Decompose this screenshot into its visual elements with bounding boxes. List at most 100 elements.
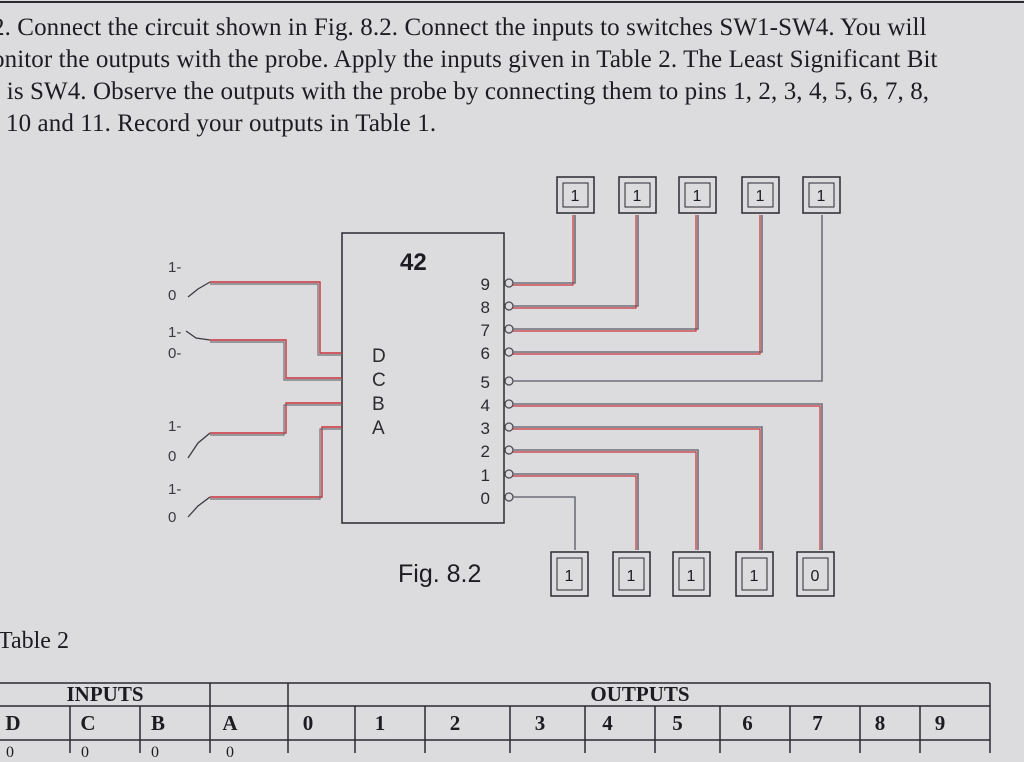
wire-red-6 <box>513 215 761 355</box>
wire-8 <box>513 215 639 307</box>
wire-red-8 <box>513 215 637 309</box>
input-pin-a: A <box>372 418 385 439</box>
switch-4-high: 1- <box>168 481 181 498</box>
output-pin-6: 6 <box>481 344 490 363</box>
output-bubble <box>504 445 514 455</box>
bottom-probe-value: 1 <box>565 568 574 585</box>
switch-3-high: 1- <box>168 418 181 435</box>
wire-red-4 <box>513 405 821 550</box>
probe-inner <box>618 557 645 591</box>
col-out-3: 3 <box>534 711 546 735</box>
bottom-probe-value: 1 <box>687 568 696 585</box>
output-pin-9: 9 <box>481 275 490 294</box>
probe-inner <box>802 557 829 591</box>
bottom-probe-value: 0 <box>811 568 820 585</box>
bottom-probe-value: 1 <box>750 568 759 585</box>
bottom-probes <box>550 551 835 597</box>
top-probe-value: 1 <box>817 188 826 205</box>
probe-inner <box>556 557 583 591</box>
output-bubble <box>504 347 514 357</box>
col-out-5: 5 <box>672 711 683 735</box>
probe-box <box>796 551 835 597</box>
wire-6 <box>513 215 763 353</box>
wire-5 <box>513 215 823 382</box>
switch-2-wire-gray <box>210 341 342 381</box>
table-2 <box>0 682 991 753</box>
switch-2-wire <box>210 339 342 379</box>
probe-inner <box>808 182 835 208</box>
figure-caption: Fig. 8.2 <box>398 560 482 588</box>
wire-0 <box>513 496 576 550</box>
switch-4-wire <box>210 426 342 498</box>
switch-4-wire-gray <box>210 428 342 500</box>
switch-2-lever <box>185 330 211 341</box>
probe-inner <box>747 182 774 208</box>
wire-red-9 <box>513 215 574 286</box>
top-probe-value: 1 <box>756 188 765 205</box>
output-pin-3: 3 <box>481 419 490 438</box>
inputs-header: INPUTS <box>66 682 144 706</box>
col-c: C <box>80 711 96 735</box>
output-bubble <box>504 422 514 432</box>
switch-1-high: 1- <box>168 259 181 276</box>
output-pin-4: 4 <box>481 396 490 415</box>
probe-box <box>618 176 657 214</box>
switch-4-lever <box>187 496 211 518</box>
chip-label: 42 <box>400 249 427 276</box>
probe-inner <box>684 182 711 208</box>
probe-inner <box>562 182 589 208</box>
probe-box <box>672 551 711 597</box>
top-probes <box>556 176 841 214</box>
col-b: B <box>150 711 165 735</box>
wire-2 <box>513 449 699 550</box>
probe-box <box>735 551 774 597</box>
switch-4-low: 0 <box>168 509 176 526</box>
col-out-4: 4 <box>602 711 613 735</box>
paragraph-line: ) is SW4. Observe the outputs with the p… <box>0 78 930 105</box>
output-bubble <box>504 469 514 479</box>
switch-3-wire <box>210 402 342 434</box>
switch-1-low: 0 <box>168 287 176 304</box>
output-pin-0: 0 <box>481 489 490 508</box>
col-a: A <box>222 711 238 735</box>
output-bubble <box>504 278 514 288</box>
wire-red-1 <box>513 475 637 550</box>
output-pin-5: 5 <box>481 373 490 392</box>
top-rule <box>0 1 1024 3</box>
wire-red-2 <box>513 451 697 550</box>
output-pin-1: 1 <box>481 466 490 485</box>
probe-box <box>612 551 651 597</box>
output-bubble <box>504 492 514 502</box>
paragraph-line: 2. Connect the circuit shown in Fig. 8.2… <box>0 14 927 41</box>
col-d: D <box>5 711 21 735</box>
col-out-8: 8 <box>874 711 886 735</box>
probe-inner <box>624 182 651 208</box>
wire-7 <box>513 215 699 330</box>
probe-box <box>678 176 717 214</box>
switch-1-wire-gray <box>210 283 342 356</box>
col-out-7: 7 <box>812 711 823 735</box>
probe-box <box>550 551 589 597</box>
wire-4 <box>513 403 823 550</box>
row-1-b: 0 <box>151 744 159 761</box>
col-out-2: 2 <box>449 711 461 735</box>
output-pin-7: 7 <box>481 321 490 340</box>
col-out-9: 9 <box>934 711 946 735</box>
output-bubble <box>504 399 514 409</box>
row-1-d: 0 <box>6 744 14 761</box>
output-bubble <box>504 301 514 311</box>
row-1-a: 0 <box>226 744 234 761</box>
top-probe-value: 1 <box>633 188 642 205</box>
switch-3-lever <box>187 432 211 459</box>
switch-3-low: 0 <box>168 448 176 465</box>
switch-2-low: 0- <box>168 345 181 362</box>
switch-1-wire <box>210 281 342 354</box>
col-out-0: 0 <box>302 711 314 735</box>
probe-inner <box>741 557 768 591</box>
wire-red-3 <box>513 428 761 550</box>
paragraph-line: onitor the outputs with the probe. Apply… <box>0 46 938 73</box>
top-probe-value: 1 <box>693 188 702 205</box>
output-pin-2: 2 <box>481 442 490 461</box>
outputs-header: OUTPUTS <box>590 682 690 706</box>
probe-box <box>741 176 780 214</box>
